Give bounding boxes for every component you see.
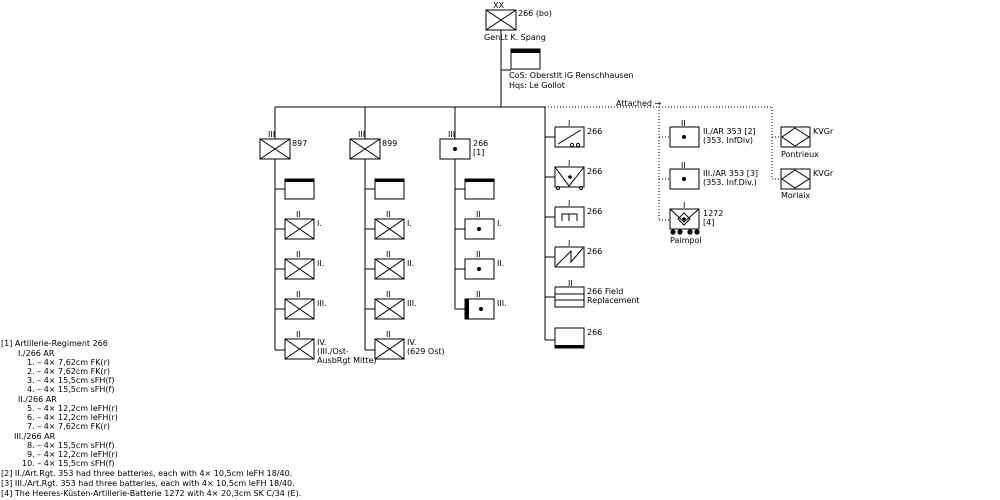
unit-size-mark: II [568, 279, 573, 288]
battalion-label: I. [497, 219, 502, 228]
battalion-size-mark: II [386, 290, 391, 299]
battalion-label: (III./Ost- [317, 347, 349, 356]
kvgr-units: KVGr Pontrieux KVGr Morlaix [771, 107, 834, 200]
unit-label: [4] [703, 218, 714, 227]
regiment-899: III 899 II I. II II. II III. II IV. (629… [349, 107, 445, 360]
battalion-size-mark: II [476, 210, 481, 219]
footnote-2: [2] II./Art.Rgt. 353 had three batteries… [1, 469, 292, 478]
regiment-897: III 897 II I. II II. II III. II IV. (III… [259, 107, 377, 365]
footnote-4: [4] The Heeres-Küsten-Artillerie-Batteri… [1, 489, 301, 498]
unit-label: KVGr [813, 127, 834, 136]
footnote-group-title: II./266 AR [18, 395, 57, 404]
division-staff: CoS: Oberstlt iG Renschhausen Hqs: Le Go… [501, 48, 634, 90]
unit-label: 266 Field [587, 287, 623, 296]
battalion-size-mark: II [296, 290, 301, 299]
unit-label: KVGr [813, 169, 834, 178]
attached-label: Attached → [616, 99, 662, 108]
battalion-size-mark: II [386, 250, 391, 259]
division-hq: XX 266 (bo) GenLt K. Spang [484, 1, 552, 42]
battalion-label: I. [407, 219, 412, 228]
battalion-label: II. [317, 259, 324, 268]
unit-size-mark: II [681, 161, 686, 170]
battalion-label: (629 Ost) [407, 347, 445, 356]
regiment-label: 897 [292, 139, 307, 148]
footnote-3: [3] III./Art.Rgt. 353 had three batterie… [1, 479, 295, 488]
unit-label: 266 [587, 167, 602, 176]
unit-label: 1272 [703, 209, 723, 218]
footnote-1-title: [1] Artillerie-Regiment 266 [1, 339, 108, 348]
division-label: 266 (bo) [518, 9, 552, 18]
attached-units: II II./AR 353 [2] (353. InfDiv) II III./… [658, 107, 758, 245]
footnote-line: 2. – 4× 7,62cm FK(r) [27, 367, 110, 376]
unit-size-mark: II [681, 119, 686, 128]
replacement-symbol [554, 286, 585, 308]
battalion-size-mark: II [386, 210, 391, 219]
footnote-line: 7. – 4× 7,62cm FK(r) [27, 422, 110, 431]
unit-label: II./AR 353 [2] [703, 127, 756, 136]
division-size-mark: XX [493, 1, 504, 10]
chief-of-staff: CoS: Oberstlt iG Renschhausen [509, 71, 634, 80]
unit-label: 266 [587, 328, 602, 337]
unit-size-mark: I [568, 159, 570, 168]
footnote-line: 3. – 4× 15,5cm sFH(f) [27, 376, 114, 385]
regiment-266-artillery: III 266 [1] II I. II II. II III. [439, 107, 507, 320]
battalion-size-mark: II [296, 330, 301, 339]
kvgr-symbol [780, 168, 811, 190]
battalion-label: IV. [317, 338, 326, 347]
footnote-line: 5. – 4× 12,2cm leFH(r) [27, 404, 118, 413]
regiment-size-mark: III [448, 130, 455, 139]
regiment-size-mark: III [268, 130, 275, 139]
footnote-line: 8. – 4× 15,5cm sFH(f) [27, 441, 114, 450]
support-units: I 266 I 266 I 266 I 266 II 266 Field Rep… [544, 107, 640, 349]
division-commander: GenLt K. Spang [484, 33, 546, 42]
regiment-label: 899 [382, 139, 397, 148]
unit-label: 266 [587, 247, 602, 256]
unit-label: 266 [587, 127, 602, 136]
battalion-size-mark: II [296, 250, 301, 259]
headquarters-location: Hqs: Le Gollot [509, 81, 565, 90]
regiment-note: [1] [473, 148, 484, 157]
unit-size-mark: I [683, 201, 685, 210]
unit-label: III./AR 353 [3] [703, 169, 758, 178]
signals-symbol [554, 246, 585, 268]
unit-label: Replacement [587, 296, 640, 305]
unit-label: (353. InfDiv) [703, 136, 753, 145]
battalion-label: III. [407, 299, 417, 308]
battalion-label: II. [497, 259, 504, 268]
hq-flag [511, 49, 540, 53]
footnote-line: 9. – 4× 12,2cm leFH(r) [27, 450, 118, 459]
regiment-size-mark: III [358, 130, 365, 139]
unit-location: Paimpol [670, 236, 702, 245]
battalion-size-mark: II [296, 210, 301, 219]
unit-size-mark: I [568, 239, 570, 248]
footnote-line: 6. – 4× 12,2cm leFH(r) [27, 413, 118, 422]
footnote-line: 10. – 4× 15,5cm sFH(f) [22, 459, 115, 468]
footnote-line: 4. – 4× 15,5cm sFH(f) [27, 385, 114, 394]
footnotes: [1] Artillerie-Regiment 266 I./266 AR 1.… [1, 339, 301, 498]
kvgr-symbol [780, 126, 811, 148]
battalion-label: III. [497, 299, 507, 308]
battalion-size-mark: II [386, 330, 391, 339]
unit-label: 266 [587, 207, 602, 216]
battalion-label: IV. [407, 338, 416, 347]
battalion-size-mark: II [476, 250, 481, 259]
regiment-label: 266 [473, 139, 488, 148]
battalion-label: I. [317, 219, 322, 228]
unit-size-mark: I [568, 119, 570, 128]
footnote-group-title: III./266 AR [14, 432, 56, 441]
unit-location: Morlaix [781, 191, 810, 200]
unit-label: (353. Inf.Div.) [703, 178, 757, 187]
footnote-group-title: I./266 AR [18, 349, 55, 358]
battalion-label: AusbRgt Mitte) [317, 356, 377, 365]
footnote-line: 1. – 4× 7,62cm FK(r) [27, 358, 110, 367]
battalion-label: II. [407, 259, 414, 268]
unit-size-mark: I [568, 199, 570, 208]
unit-location: Pontrieux [781, 150, 819, 159]
battalion-size-mark: II [476, 290, 481, 299]
battalion-label: III. [317, 299, 327, 308]
